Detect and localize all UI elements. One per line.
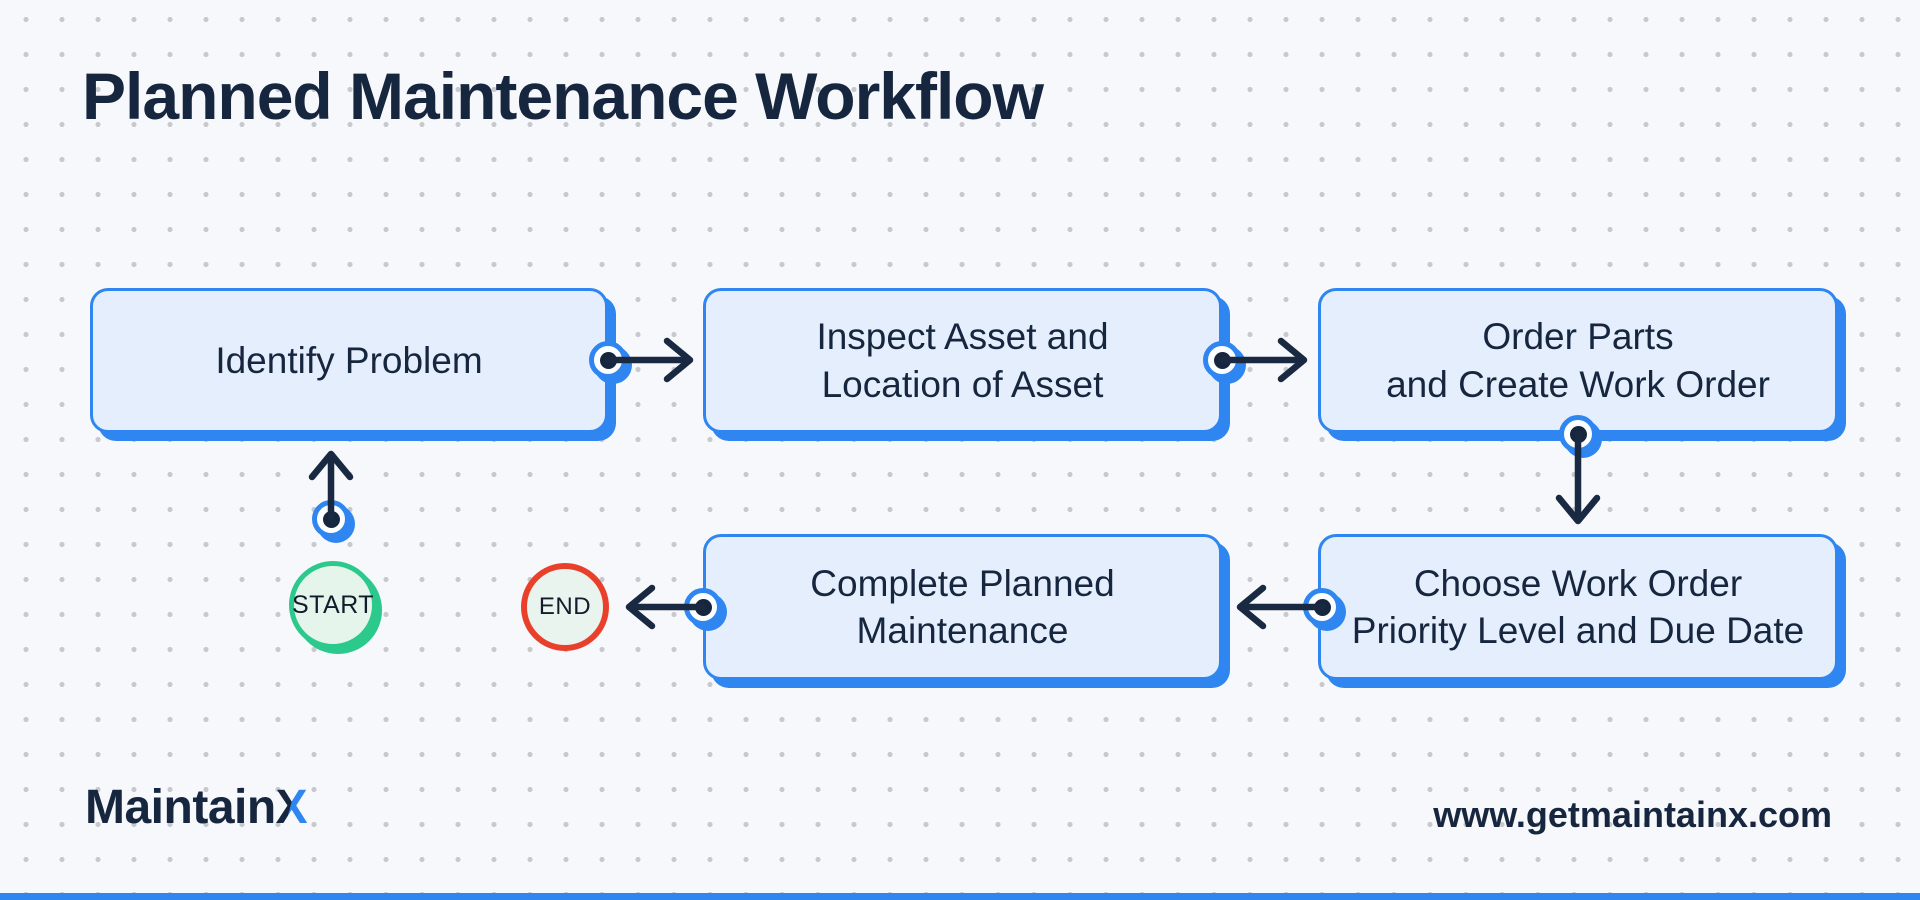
start-label: START <box>291 590 375 619</box>
logo-x-icon: X <box>275 781 308 834</box>
connector-node-box3-bottom <box>1559 415 1597 453</box>
connector-dot-icon <box>599 351 617 369</box>
connector-dot-icon <box>694 598 712 616</box>
flow-box-label: Order Parts and Create Work Order <box>1386 316 1770 405</box>
flow-box-choose-priority: Choose Work Order Priority Level and Due… <box>1318 534 1838 680</box>
flow-box-label: Identify Problem <box>215 339 483 381</box>
maintainx-logo: MaintainX <box>85 780 308 835</box>
logo-text-maintain: Maintain <box>85 781 276 834</box>
connector-dot-icon <box>1313 598 1331 616</box>
connector-dot-icon <box>322 510 340 528</box>
connector-dot-icon <box>1569 425 1587 443</box>
flow-box-order-parts: Order Parts and Create Work Order <box>1318 288 1838 433</box>
flow-box-label: Complete Planned Maintenance <box>810 562 1115 651</box>
flow-box-inspect-asset: Inspect Asset and Location of Asset <box>703 288 1222 433</box>
connector-node-box2-right <box>1203 341 1241 379</box>
flow-box-label: Choose Work Order Priority Level and Due… <box>1351 562 1805 651</box>
end-node: END <box>521 563 609 651</box>
flow-box-identify-problem: Identify Problem <box>90 288 608 433</box>
connector-node-box4-left <box>1303 588 1341 626</box>
connector-node-box5-left <box>684 588 722 626</box>
end-label: END <box>538 593 592 620</box>
flow-box-label: Inspect Asset and Location of Asset <box>816 316 1109 405</box>
connector-node-box1-right <box>589 341 627 379</box>
start-node: START <box>289 561 377 649</box>
flow-box-complete-maintenance: Complete Planned Maintenance <box>703 534 1222 680</box>
website-url: www.getmaintainx.com <box>1433 794 1832 835</box>
connector-node-below-box1 <box>312 500 350 538</box>
page-title: Planned Maintenance Workflow <box>82 59 1044 133</box>
connector-dot-icon <box>1213 351 1231 369</box>
bottom-accent-bar <box>0 893 1920 900</box>
